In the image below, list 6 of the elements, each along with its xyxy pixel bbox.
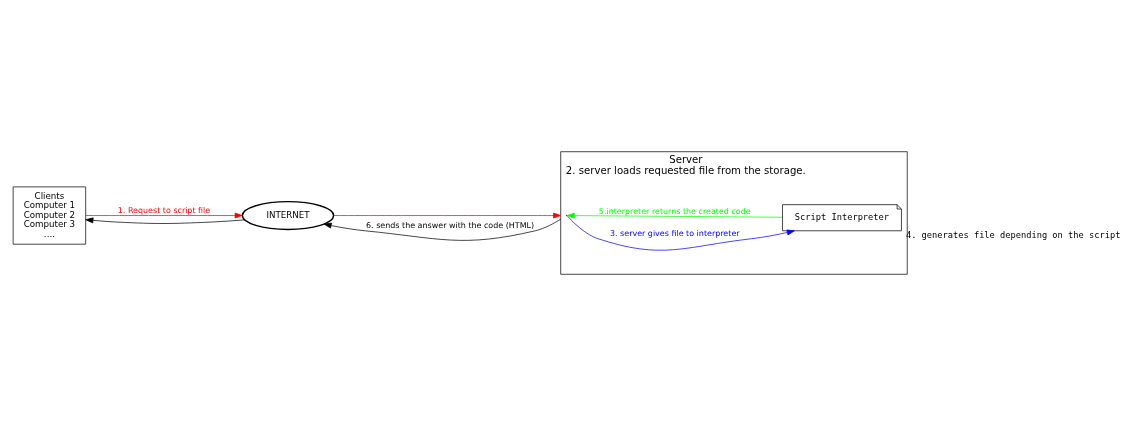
- arrow: [85, 212, 243, 219]
- node-box: Clients Computer 1 Computer 2 Computer 3 ....: [12, 186, 87, 245]
- arrow: [323, 218, 562, 241]
- arrow: [85, 217, 245, 224]
- node-label: 4. generates file depending on the script: [905, 229, 1121, 240]
- arrow: [333, 212, 562, 219]
